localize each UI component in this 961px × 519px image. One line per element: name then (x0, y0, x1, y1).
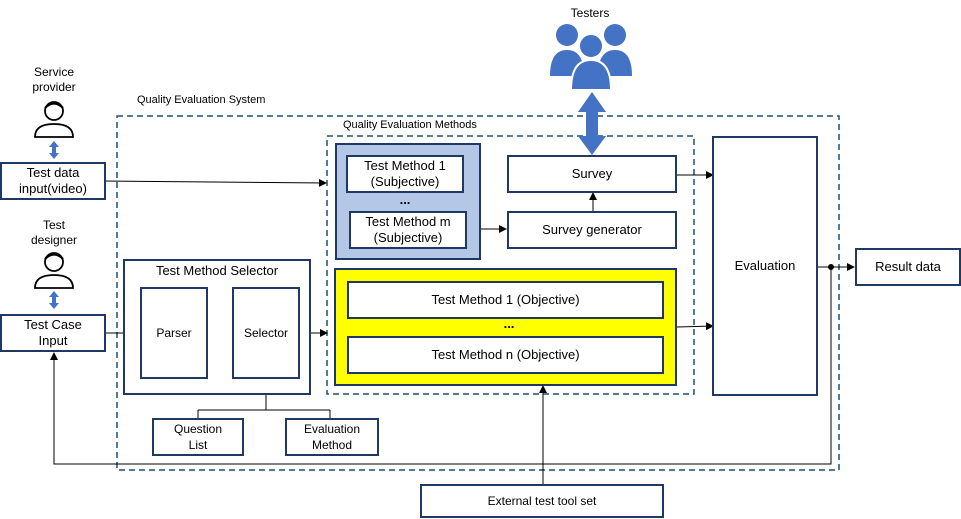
test-designer-line-2: designer (30, 233, 78, 247)
arrow-objective-to-evaluation (676, 322, 714, 331)
evaluation-method-line-1: Evaluation (303, 422, 361, 436)
service-provider-label: Service provider (14, 65, 94, 95)
evaluation-method-line-2: Method (311, 438, 352, 452)
double-arrow-icon (49, 291, 59, 309)
subjective-method-m-line-2: (Subjective) (373, 230, 443, 245)
survey-generator-box: Survey generator (507, 211, 677, 249)
methods-title: Quality Evaluation Methods (343, 119, 477, 131)
test-data-input-box: Test data input(video) (0, 162, 106, 200)
double-arrow-icon (578, 92, 606, 155)
objective-method-1-box: Test Method 1 (Objective) (347, 281, 664, 319)
selector-box: Selector (232, 287, 300, 379)
test-data-line-1: Test data (26, 165, 80, 180)
test-designer-line-1: Test (42, 218, 65, 232)
external-tools-box: External test tool set (420, 484, 664, 518)
test-case-line-2: Input (38, 333, 68, 348)
objective-method-n-box: Test Method n (Objective) (347, 336, 664, 374)
methods-container (326, 135, 695, 395)
evaluation-method-box: Evaluation Method (285, 418, 379, 456)
subjective-method-1-box: Test Method 1 (Subjective) (346, 155, 464, 193)
subjective-ellipsis: ... (399, 192, 411, 207)
test-case-line-1: Test Case (24, 317, 82, 332)
service-provider-line-1: Service (33, 65, 74, 79)
question-list-line-2: List (188, 438, 208, 452)
feedback-loop-line (50, 267, 832, 465)
question-list-line-1: Question (173, 422, 223, 436)
subjective-method-m-line-1: Test Method m (365, 214, 451, 229)
test-data-line-2: input(video) (19, 181, 87, 196)
evaluation-box: Evaluation (712, 136, 818, 396)
system-title: Quality Evaluation System (137, 94, 266, 106)
testers-label: Testers (570, 6, 610, 20)
person-outline-icon (34, 101, 74, 138)
subjective-method-1-line-1: Test Method 1 (364, 158, 446, 173)
test-case-input-box: Test Case Input (0, 314, 106, 352)
objective-ellipsis: ... (503, 316, 515, 331)
parser-box: Parser (140, 287, 208, 379)
question-list-box: Question List (152, 418, 244, 456)
system-container (116, 115, 840, 471)
subjective-method-1-line-2: (Subjective) (370, 174, 440, 189)
subjective-method-m-box: Test Method m (Subjective) (349, 211, 467, 249)
person-outline-icon (34, 252, 74, 289)
arrow-test-data-to-methods (105, 178, 327, 187)
selector-group-title: Test Method Selector (155, 263, 279, 278)
double-arrow-icon (49, 141, 59, 159)
service-provider-line-2: provider (32, 80, 76, 94)
result-data-box: Result data (855, 248, 961, 286)
test-designer-label: Test designer (14, 218, 94, 248)
survey-box: Survey (507, 155, 677, 193)
testers-group-icon (550, 24, 632, 91)
